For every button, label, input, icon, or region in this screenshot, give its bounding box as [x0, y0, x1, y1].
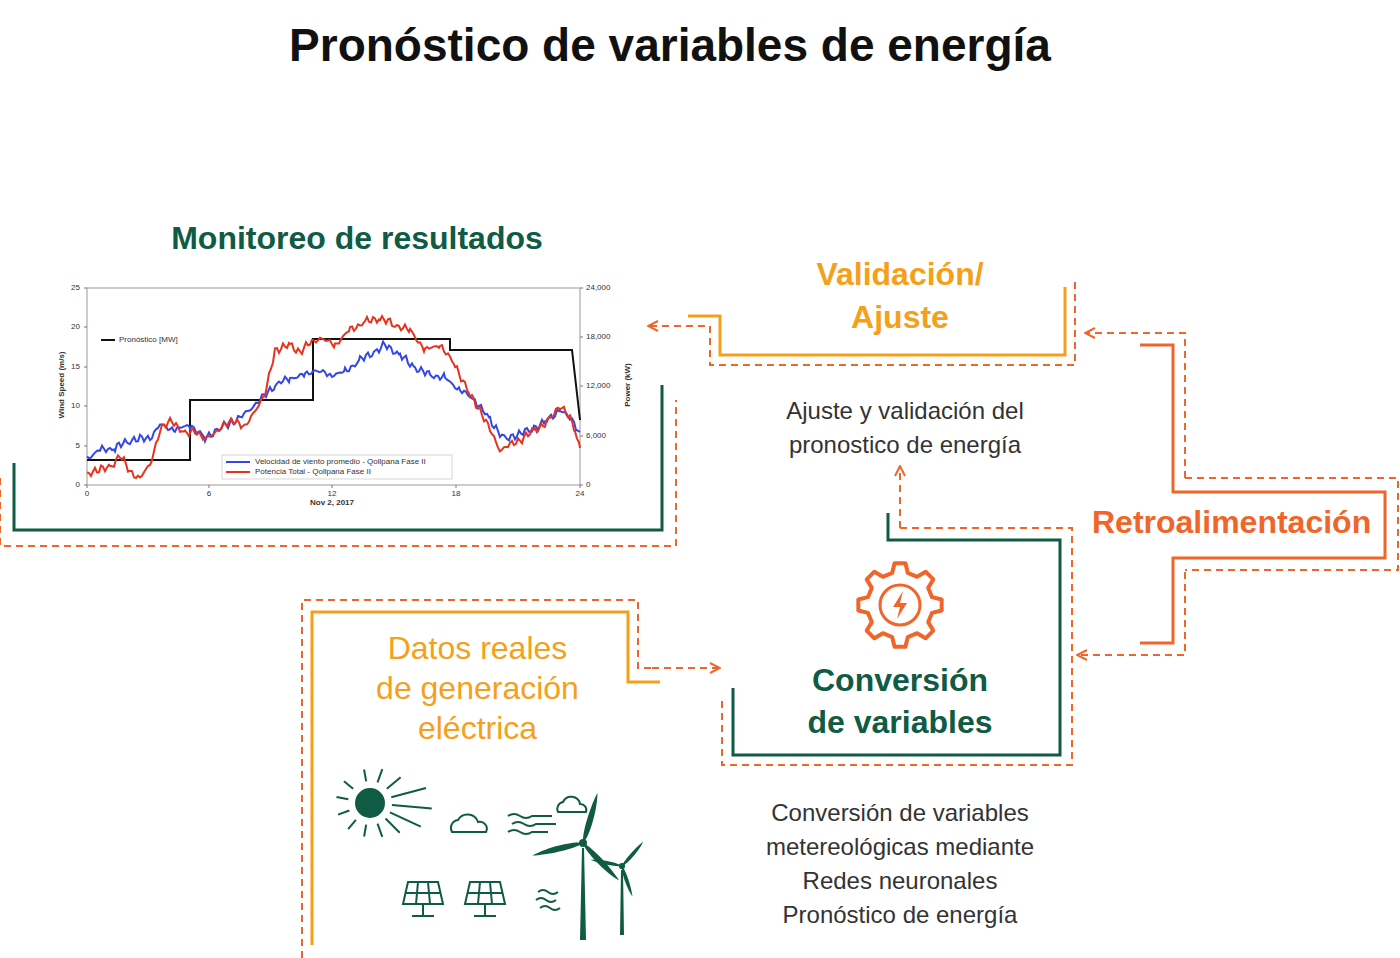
cloud: [557, 797, 586, 812]
node-body: Conversión de variables metereológicas m…: [750, 796, 1050, 932]
sun-ray: [338, 811, 349, 815]
sun-ray: [344, 781, 353, 789]
gear-icon: [858, 563, 941, 646]
process-box: Conversión de variablesConversión de var…: [720, 528, 1077, 938]
axis-tick-label: 24,000: [586, 283, 610, 293]
turbine-blade: [581, 792, 600, 844]
legend-sample: [101, 339, 115, 341]
solid-outline: [733, 513, 1060, 755]
sun: [355, 788, 385, 818]
sun-ray: [387, 777, 401, 789]
flow-arrow: [652, 667, 720, 669]
flow-arrow: [1085, 333, 1185, 478]
axis-tick-label: 6,000: [586, 431, 606, 441]
sun-ray: [391, 788, 426, 797]
axis-tick-label: 0: [85, 489, 89, 499]
turbine-blade: [532, 839, 584, 858]
axis-title: Power (kW): [623, 363, 633, 407]
node-body: Ajuste y validación del pronostico de en…: [760, 394, 1050, 462]
axis-title: Wind Speed (m/s): [57, 351, 67, 418]
dashed-outline: [722, 528, 1072, 765]
node-heading: Monitoreo de resultados: [77, 218, 637, 258]
wind-lines: [536, 890, 560, 910]
forecast-line: [87, 339, 580, 460]
sun-ray: [348, 820, 356, 829]
panel-stand: [412, 904, 434, 916]
flow-arrow: [899, 466, 901, 528]
turbine-hub: [619, 863, 625, 869]
gear-hub: [880, 585, 920, 625]
axis-tick-label: 6: [207, 489, 211, 499]
sun-rays: [337, 769, 432, 837]
turbine-hub: [579, 839, 587, 847]
sun-ray: [386, 819, 400, 833]
diagram-title: Pronóstico de variables de energía: [170, 17, 1170, 73]
sun-ray: [378, 769, 383, 782]
wind-chart: [84, 288, 583, 488]
legend-entry: Velocidad de viento promedio - Qollpana …: [254, 457, 427, 467]
sun-ray: [392, 805, 432, 808]
turbine-tower: [580, 848, 586, 940]
feedback-band: Retroalimentación: [1085, 478, 1400, 572]
axis-tick-label: 0: [586, 480, 590, 490]
node-heading: Validación/ Ajuste: [800, 253, 1000, 339]
sun-ray: [390, 812, 421, 826]
turbine-rotor: [532, 792, 622, 882]
turbine-tower: [620, 870, 624, 935]
solid-outline: [312, 612, 660, 945]
axis-tick-label: 24: [576, 489, 585, 499]
legend-entry: Potencia Total - Qollpana Fase II: [254, 467, 372, 477]
solar-panel: [403, 882, 443, 916]
panel-grid: [403, 882, 443, 904]
flow-arrow: [648, 325, 705, 327]
sun-ray: [337, 797, 349, 799]
axis-tick-label: 12: [328, 489, 337, 499]
renewables-illustration: [337, 769, 645, 940]
turbine-blade: [590, 858, 622, 867]
axis-tick-label: 18: [452, 489, 461, 499]
gear-outline: [858, 563, 941, 646]
solid-outline: [1140, 345, 1385, 643]
solid-outline: [14, 385, 662, 530]
axis-tick-label: 25: [71, 283, 80, 293]
axis-tick-label: 0: [76, 480, 80, 490]
axis-tick-label: 12,000: [586, 381, 610, 391]
process-box: Validación/ AjusteAjuste y validación de…: [705, 250, 1085, 466]
node-heading: Conversión de variables: [800, 659, 1000, 743]
sun-ray: [364, 825, 366, 837]
axis-tick-label: 15: [71, 362, 80, 372]
panel-stand: [474, 904, 496, 916]
wind-speed-line: [87, 342, 580, 458]
sun-ray: [364, 770, 366, 782]
node-heading: Datos reales de generación eléctrica: [370, 628, 585, 748]
wind-lines: [508, 814, 556, 834]
turbine-rotor: [590, 840, 645, 897]
solar-panel: [465, 882, 505, 916]
axis-tick-label: 18,000: [586, 332, 610, 342]
axis-ticks: [84, 288, 583, 488]
dashed-outline: [302, 600, 652, 958]
wind-turbine: [590, 840, 645, 935]
legend-box: [222, 455, 452, 479]
sun-ray: [378, 824, 383, 837]
node-heading: Retroalimentación: [1092, 504, 1371, 540]
axis-tick-label: 10: [71, 401, 80, 411]
power-line: [87, 316, 580, 478]
axis-tick-label: 5: [76, 441, 80, 451]
wind-turbine: [532, 792, 622, 940]
cloud: [451, 814, 487, 832]
axis-tick-label: 20: [71, 322, 80, 332]
chart-frame: [87, 288, 580, 485]
turbine-blade: [621, 840, 645, 867]
panel-grid: [465, 882, 505, 904]
lightning-bolt: [893, 591, 907, 619]
dashed-outline: [0, 400, 676, 546]
legend-entry: Pronóstico [MW]: [118, 335, 179, 345]
legend-sample: [226, 471, 250, 473]
turbine-blade: [620, 866, 635, 898]
legend-sample: [226, 461, 250, 463]
data-source-box: Datos reales de generación eléctrica: [302, 598, 652, 958]
axis-tick-label: Nov 2, 2017: [310, 498, 354, 508]
